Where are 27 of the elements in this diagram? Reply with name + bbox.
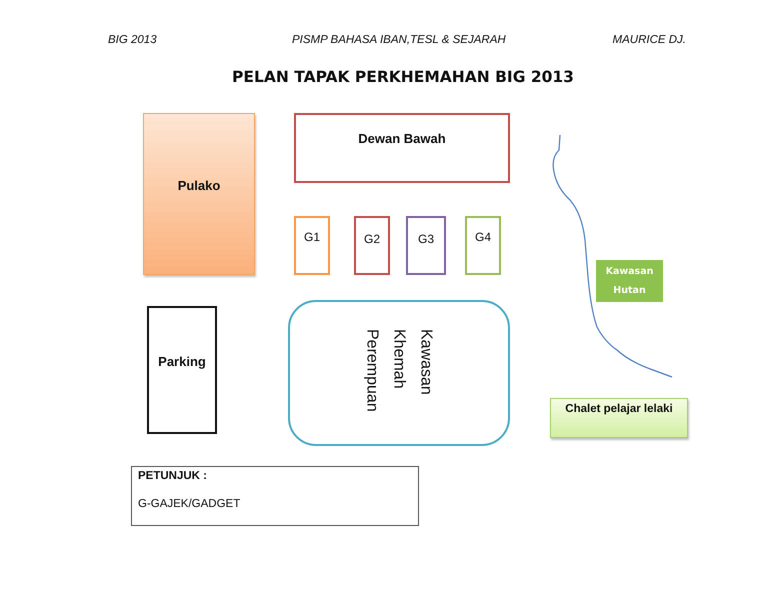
plot-label: G1: [304, 230, 320, 244]
key-panel: [131, 466, 419, 526]
area-label: Kawasan Khemah Perempuan: [362, 329, 436, 414]
key-text: G-GAJEK/GADGET: [138, 498, 240, 510]
hall-outline: [294, 113, 510, 183]
plot-label: G2: [364, 232, 380, 246]
area-label: Parking: [158, 354, 206, 369]
area-label: Dewan Bawah: [358, 131, 446, 146]
tent-plot-outline: [294, 216, 330, 275]
chalet-block: [550, 398, 688, 438]
area-label: Kawasan Hutan: [604, 265, 654, 298]
area-label: Pulako: [178, 178, 220, 193]
tent-plot-outline: [465, 216, 501, 275]
tent-plot-outline: [406, 216, 446, 275]
page-title: PELAN TAPAK PERKHEMAHAN BIG 2013: [232, 68, 574, 86]
forest-area-block: [596, 260, 663, 302]
tent-plot-outline: [354, 216, 390, 275]
parking-outline: [147, 306, 217, 434]
plot-label: G3: [418, 232, 434, 246]
header-text: BIG 2013: [108, 34, 157, 46]
header-text: PISMP BAHASA IBAN,TESL & SEJARAH: [292, 34, 506, 46]
tent-area-outline: [288, 300, 510, 446]
building-block: [143, 113, 255, 275]
header-text: MAURICE DJ.: [612, 34, 686, 46]
plot-label: G4: [474, 230, 491, 244]
area-label: Chalet pelajar lelaki: [565, 403, 673, 415]
key-heading: PETUNJUK :: [138, 470, 208, 482]
